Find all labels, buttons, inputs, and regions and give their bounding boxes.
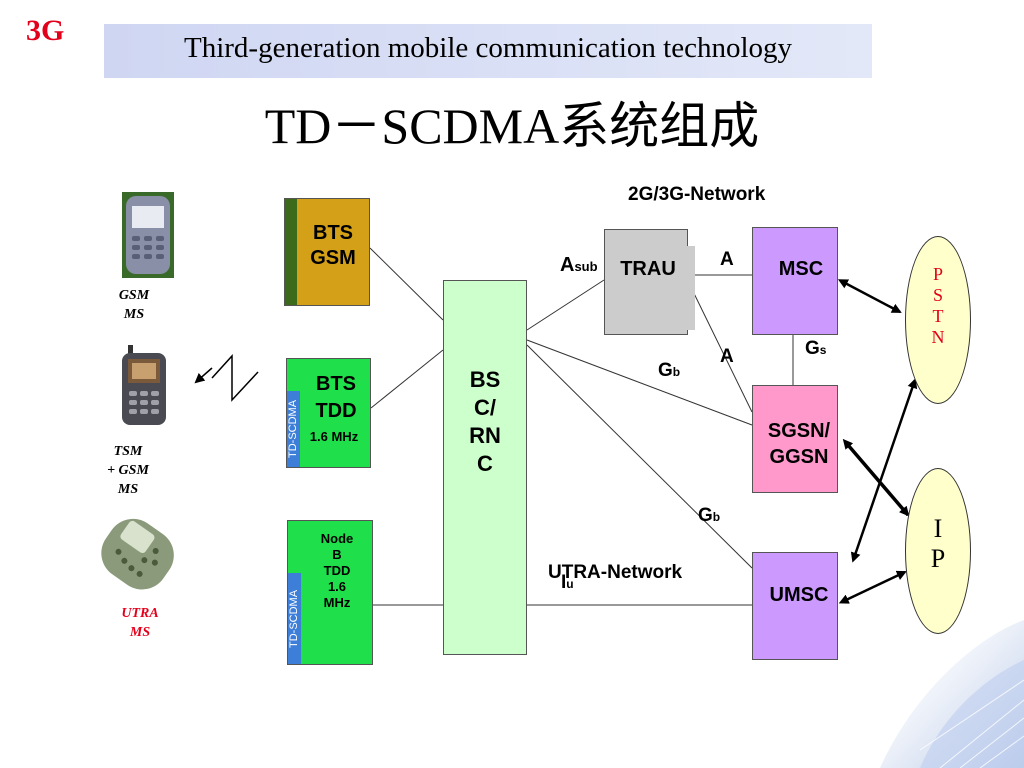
link-btsgsm-bsc: [369, 247, 444, 321]
sgsn-ggsn-label: SGSN/GGSN: [767, 420, 831, 468]
trau-side-panel: [686, 246, 695, 330]
msc-node: [752, 227, 838, 335]
ip-node: [905, 468, 971, 634]
slide-title: TD－SCDMA系统组成: [264, 98, 760, 154]
radio-link-symbol: [211, 354, 259, 402]
bts-gsm-strip: [285, 199, 297, 305]
radio-arrow: [194, 367, 213, 384]
umsc-node: [752, 552, 838, 660]
interface-a-sub: Asub: [560, 254, 598, 276]
decorative-swirl-graphic: [880, 620, 1024, 768]
link-bsc-sgsn: [526, 339, 753, 426]
tsm-phone-icon: [122, 345, 166, 425]
umsc-label: UMSC: [769, 584, 829, 606]
node-b-tag: TD-SCDMA: [288, 573, 301, 664]
bts-tdd-tag: TD-SCDMA: [287, 391, 300, 467]
interface-iu: Iu: [561, 572, 574, 593]
link-bsc-umsc: [526, 344, 753, 569]
network-2g3g-label: 2G/3G-Network: [628, 184, 766, 205]
msc-label: MSC: [778, 258, 824, 280]
utra-phone-icon: [101, 518, 174, 590]
slide-subtitle: Third-generation mobile communication te…: [183, 32, 793, 64]
pstn-node: [905, 236, 971, 404]
header-band: [104, 24, 872, 78]
link-btstdd-bsc: [370, 349, 444, 409]
sgsn-ggsn-node: [752, 385, 838, 493]
arrow-sgsn-ip: [842, 438, 910, 517]
bts-tdd-frequency: 1.6 MHz: [309, 429, 359, 444]
interface-gb-lower: Gb: [698, 505, 721, 526]
slide-logo: 3G: [26, 14, 65, 47]
utra-network-label: UTRA-Network: [548, 562, 683, 583]
link-trau-sgsn: [684, 274, 753, 413]
interface-a-mid: A: [720, 346, 734, 367]
trau-label: TRAU: [608, 258, 688, 281]
arrow-umsc-ip: [838, 570, 907, 604]
gsm-phone-icon: [122, 192, 174, 278]
arrow-msc-pstn: [837, 279, 902, 314]
interface-gs: Gs: [805, 338, 827, 359]
interface-gb-upper: Gb: [658, 360, 681, 381]
trau-node: [604, 229, 688, 335]
interface-a-top: A: [720, 249, 734, 270]
link-bsc-trau: [526, 279, 605, 331]
